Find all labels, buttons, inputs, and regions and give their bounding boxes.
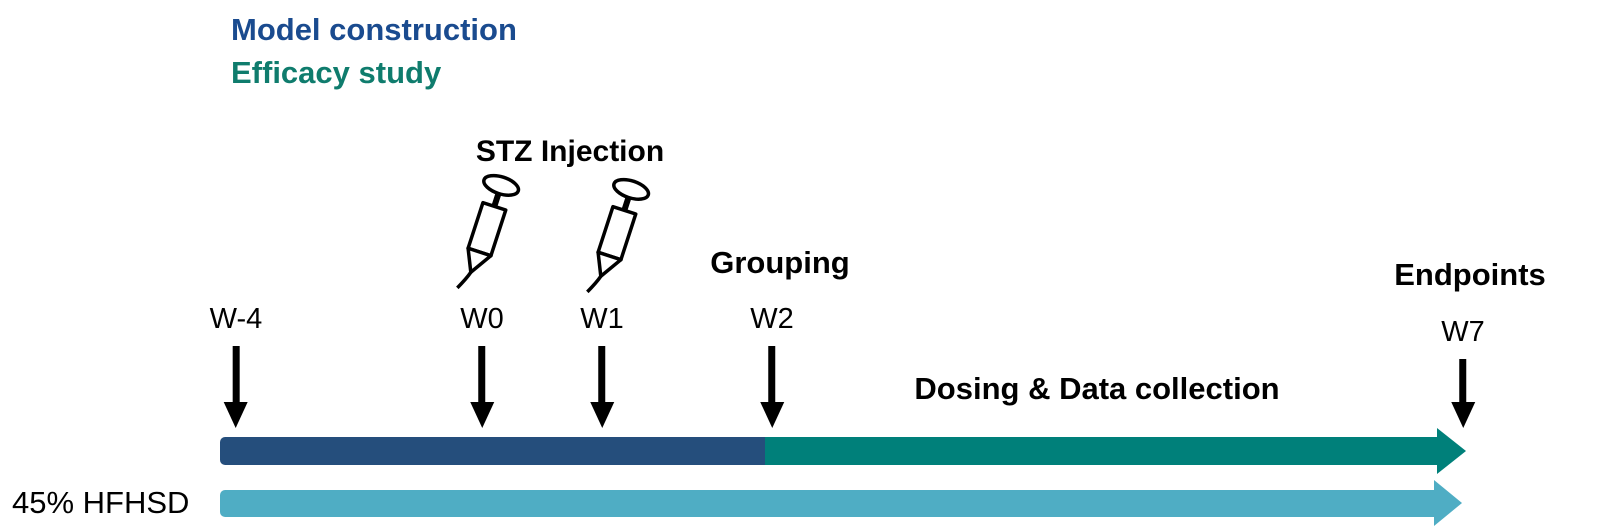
down-arrow-icon <box>768 346 776 402</box>
model-construction-bar-segment <box>220 437 765 465</box>
down-arrow-icon <box>232 346 240 402</box>
week-label: W0 <box>460 303 504 335</box>
study-timeline-bar <box>220 437 1437 465</box>
down-arrow-icon <box>1451 402 1475 428</box>
down-arrow-icon <box>470 402 494 428</box>
week-marker-w7: W7 <box>1441 316 1485 428</box>
down-arrow-icon <box>760 402 784 428</box>
hfhsd-diet-bar <box>220 490 1434 517</box>
endpoints-label: Endpoints <box>1394 257 1546 292</box>
week-label: W2 <box>750 303 794 335</box>
week-label: W1 <box>580 303 624 335</box>
legend-item-efficacy-study: Efficacy study <box>231 55 442 90</box>
week-marker-w-4: W-4 <box>209 303 263 428</box>
grouping-label: Grouping <box>710 245 850 280</box>
right-arrowhead-icon <box>1434 480 1462 526</box>
syringe-icon <box>586 177 651 294</box>
down-arrow-icon <box>478 346 486 402</box>
stz-injection-label: STZ Injection <box>475 135 665 168</box>
week-marker-w2: W2 <box>750 303 794 428</box>
hfhsd-diet-label: 45% HFHSD <box>12 485 190 520</box>
down-arrow-icon <box>598 346 606 402</box>
down-arrow-icon <box>1459 359 1467 402</box>
week-marker-w0: W0 <box>460 303 504 428</box>
down-arrow-icon <box>590 402 614 428</box>
week-marker-w1: W1 <box>580 303 624 428</box>
down-arrow-icon <box>223 402 248 428</box>
week-label: W7 <box>1441 316 1485 348</box>
efficacy-study-bar-segment <box>765 437 1437 465</box>
legend: Model construction Efficacy study <box>231 8 517 94</box>
syringe-icon <box>456 173 521 290</box>
legend-item-model-construction: Model construction <box>231 12 517 47</box>
right-arrowhead-icon <box>1437 428 1466 474</box>
week-label: W-4 <box>209 303 263 335</box>
dosing-data-collection-label: Dosing & Data collection <box>914 371 1280 406</box>
